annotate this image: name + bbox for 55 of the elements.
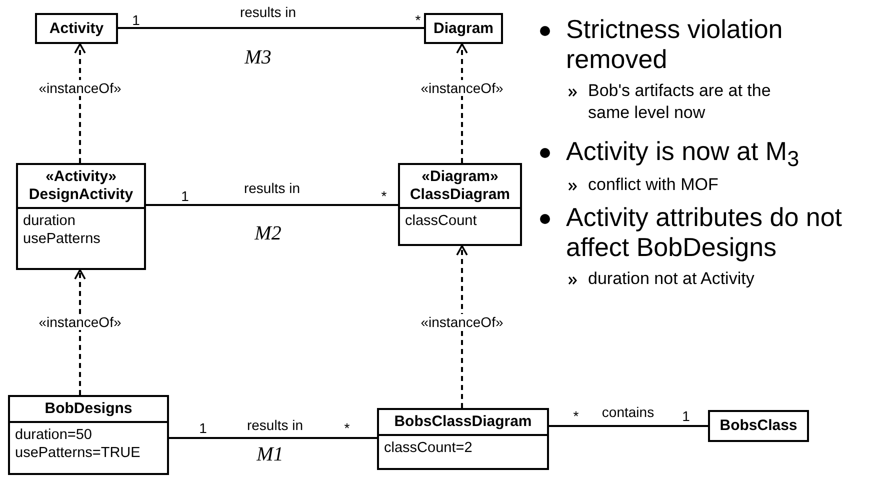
- attribute: usePatterns=TRUE: [15, 444, 142, 462]
- association-line: [169, 437, 377, 439]
- class-box: [708, 410, 809, 442]
- multiplicity: 1: [131, 12, 141, 28]
- class-name: BobsClassDiagram: [394, 413, 532, 431]
- attribute: duration: [23, 212, 76, 230]
- edge-label: «instanceOf»: [38, 314, 122, 330]
- class-box: [398, 163, 522, 246]
- class-box: [16, 163, 146, 270]
- multiplicity: *: [572, 408, 580, 424]
- edge-label: «instanceOf»: [420, 314, 504, 330]
- dependency-arrow: [456, 43, 468, 163]
- class-name: BobsClass: [720, 417, 798, 435]
- dependency-arrow: [74, 43, 86, 163]
- bullet-text: Strictness violation removed: [566, 14, 784, 74]
- class-box: [8, 395, 169, 475]
- class-box: [424, 13, 503, 44]
- stereotype: «Diagram»: [422, 168, 498, 186]
- attribute: classCount=2: [384, 439, 474, 457]
- level-label: M3: [244, 46, 272, 70]
- edge-label: results in: [238, 4, 298, 20]
- class-name: ClassDiagram: [410, 186, 510, 204]
- class-box: [377, 408, 549, 470]
- bullet-text: Activity is now at M$_{3}$: [566, 136, 800, 174]
- level-label: M1: [256, 444, 284, 466]
- bullet-text: conflict with MOF: [588, 174, 718, 196]
- association-line: [146, 204, 398, 206]
- class-box: [35, 13, 118, 44]
- level-label: M2: [254, 222, 282, 246]
- edge-label: results in: [246, 417, 304, 433]
- edge-label: contains: [600, 404, 656, 420]
- multiplicity: 1: [198, 420, 208, 436]
- class-name: DesignActivity: [28, 186, 134, 204]
- multiplicity: *: [380, 188, 388, 204]
- association-line: [549, 425, 708, 427]
- bullet-text: Activity attributes do not affect BobDesigns: [566, 202, 844, 262]
- edge-label: «instanceOf»: [420, 80, 504, 96]
- attribute: classCount: [405, 212, 478, 230]
- class-name: Activity: [49, 20, 104, 38]
- dependency-arrow: [74, 269, 86, 395]
- attribute: usePatterns: [23, 230, 102, 248]
- multiplicity: 1: [180, 188, 190, 204]
- multiplicity: 1: [681, 408, 691, 424]
- stereotype: «Activity»: [46, 168, 116, 186]
- association-line: [118, 27, 424, 29]
- class-name: Diagram: [433, 20, 494, 38]
- bullet-text: Bob's artifacts are at the same level now: [588, 80, 772, 124]
- attribute: duration=50: [15, 426, 93, 444]
- bullet-text: duration not at Activity: [588, 268, 754, 290]
- multiplicity: *: [414, 12, 422, 28]
- dependency-arrow: [456, 245, 468, 408]
- edge-label: «instanceOf»: [38, 80, 122, 96]
- edge-label: results in: [242, 180, 302, 196]
- class-name: BobDesigns: [44, 400, 132, 418]
- multiplicity: *: [343, 420, 351, 436]
